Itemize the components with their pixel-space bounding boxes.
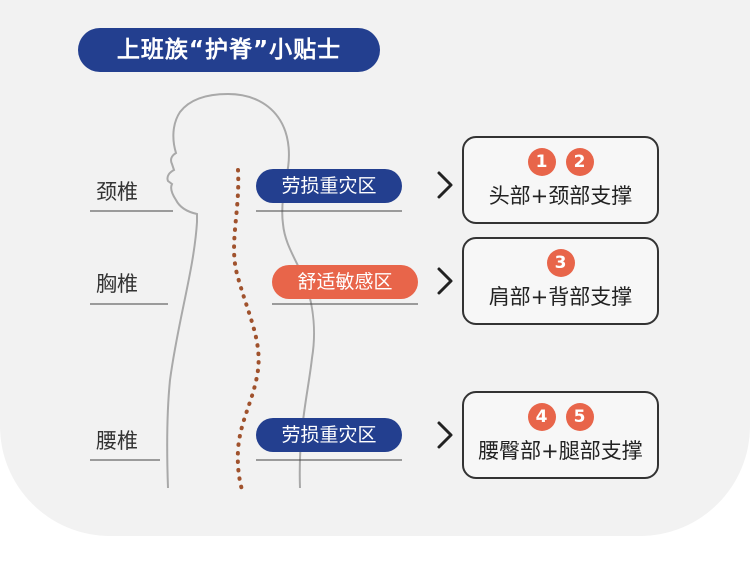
tip-text: 头部+颈部支撑 xyxy=(488,184,633,208)
tip-box-shoulder-back: 3 肩部+背部支撑 xyxy=(462,237,659,325)
chevron-right-icon xyxy=(437,171,453,199)
badge-3: 3 xyxy=(546,249,575,277)
zone-badge-waist: 劳损重灾区 xyxy=(256,418,402,452)
badge-2: 2 xyxy=(565,148,594,176)
back-of-chest xyxy=(166,221,198,489)
badge-4: 4 xyxy=(527,403,556,431)
badge-5: 5 xyxy=(565,403,594,431)
chevron-right-icon xyxy=(437,267,453,295)
badge-1: 1 xyxy=(527,148,556,176)
tip-text: 腰臀部+腿部支撑 xyxy=(478,439,643,463)
label-thoracic: 胸椎 xyxy=(96,272,138,296)
label-cervical: 颈椎 xyxy=(96,180,138,204)
chevron-right-icon xyxy=(437,421,453,449)
zone-badge-back: 舒适敏感区 xyxy=(272,265,418,299)
zone-badge-neck: 劳损重灾区 xyxy=(256,169,402,203)
spine-dots xyxy=(232,168,261,492)
label-lumbar: 腰椎 xyxy=(96,429,138,453)
page-title: 上班族“护脊”小贴士 xyxy=(78,28,380,72)
tip-text: 肩部+背部支撑 xyxy=(488,285,633,309)
